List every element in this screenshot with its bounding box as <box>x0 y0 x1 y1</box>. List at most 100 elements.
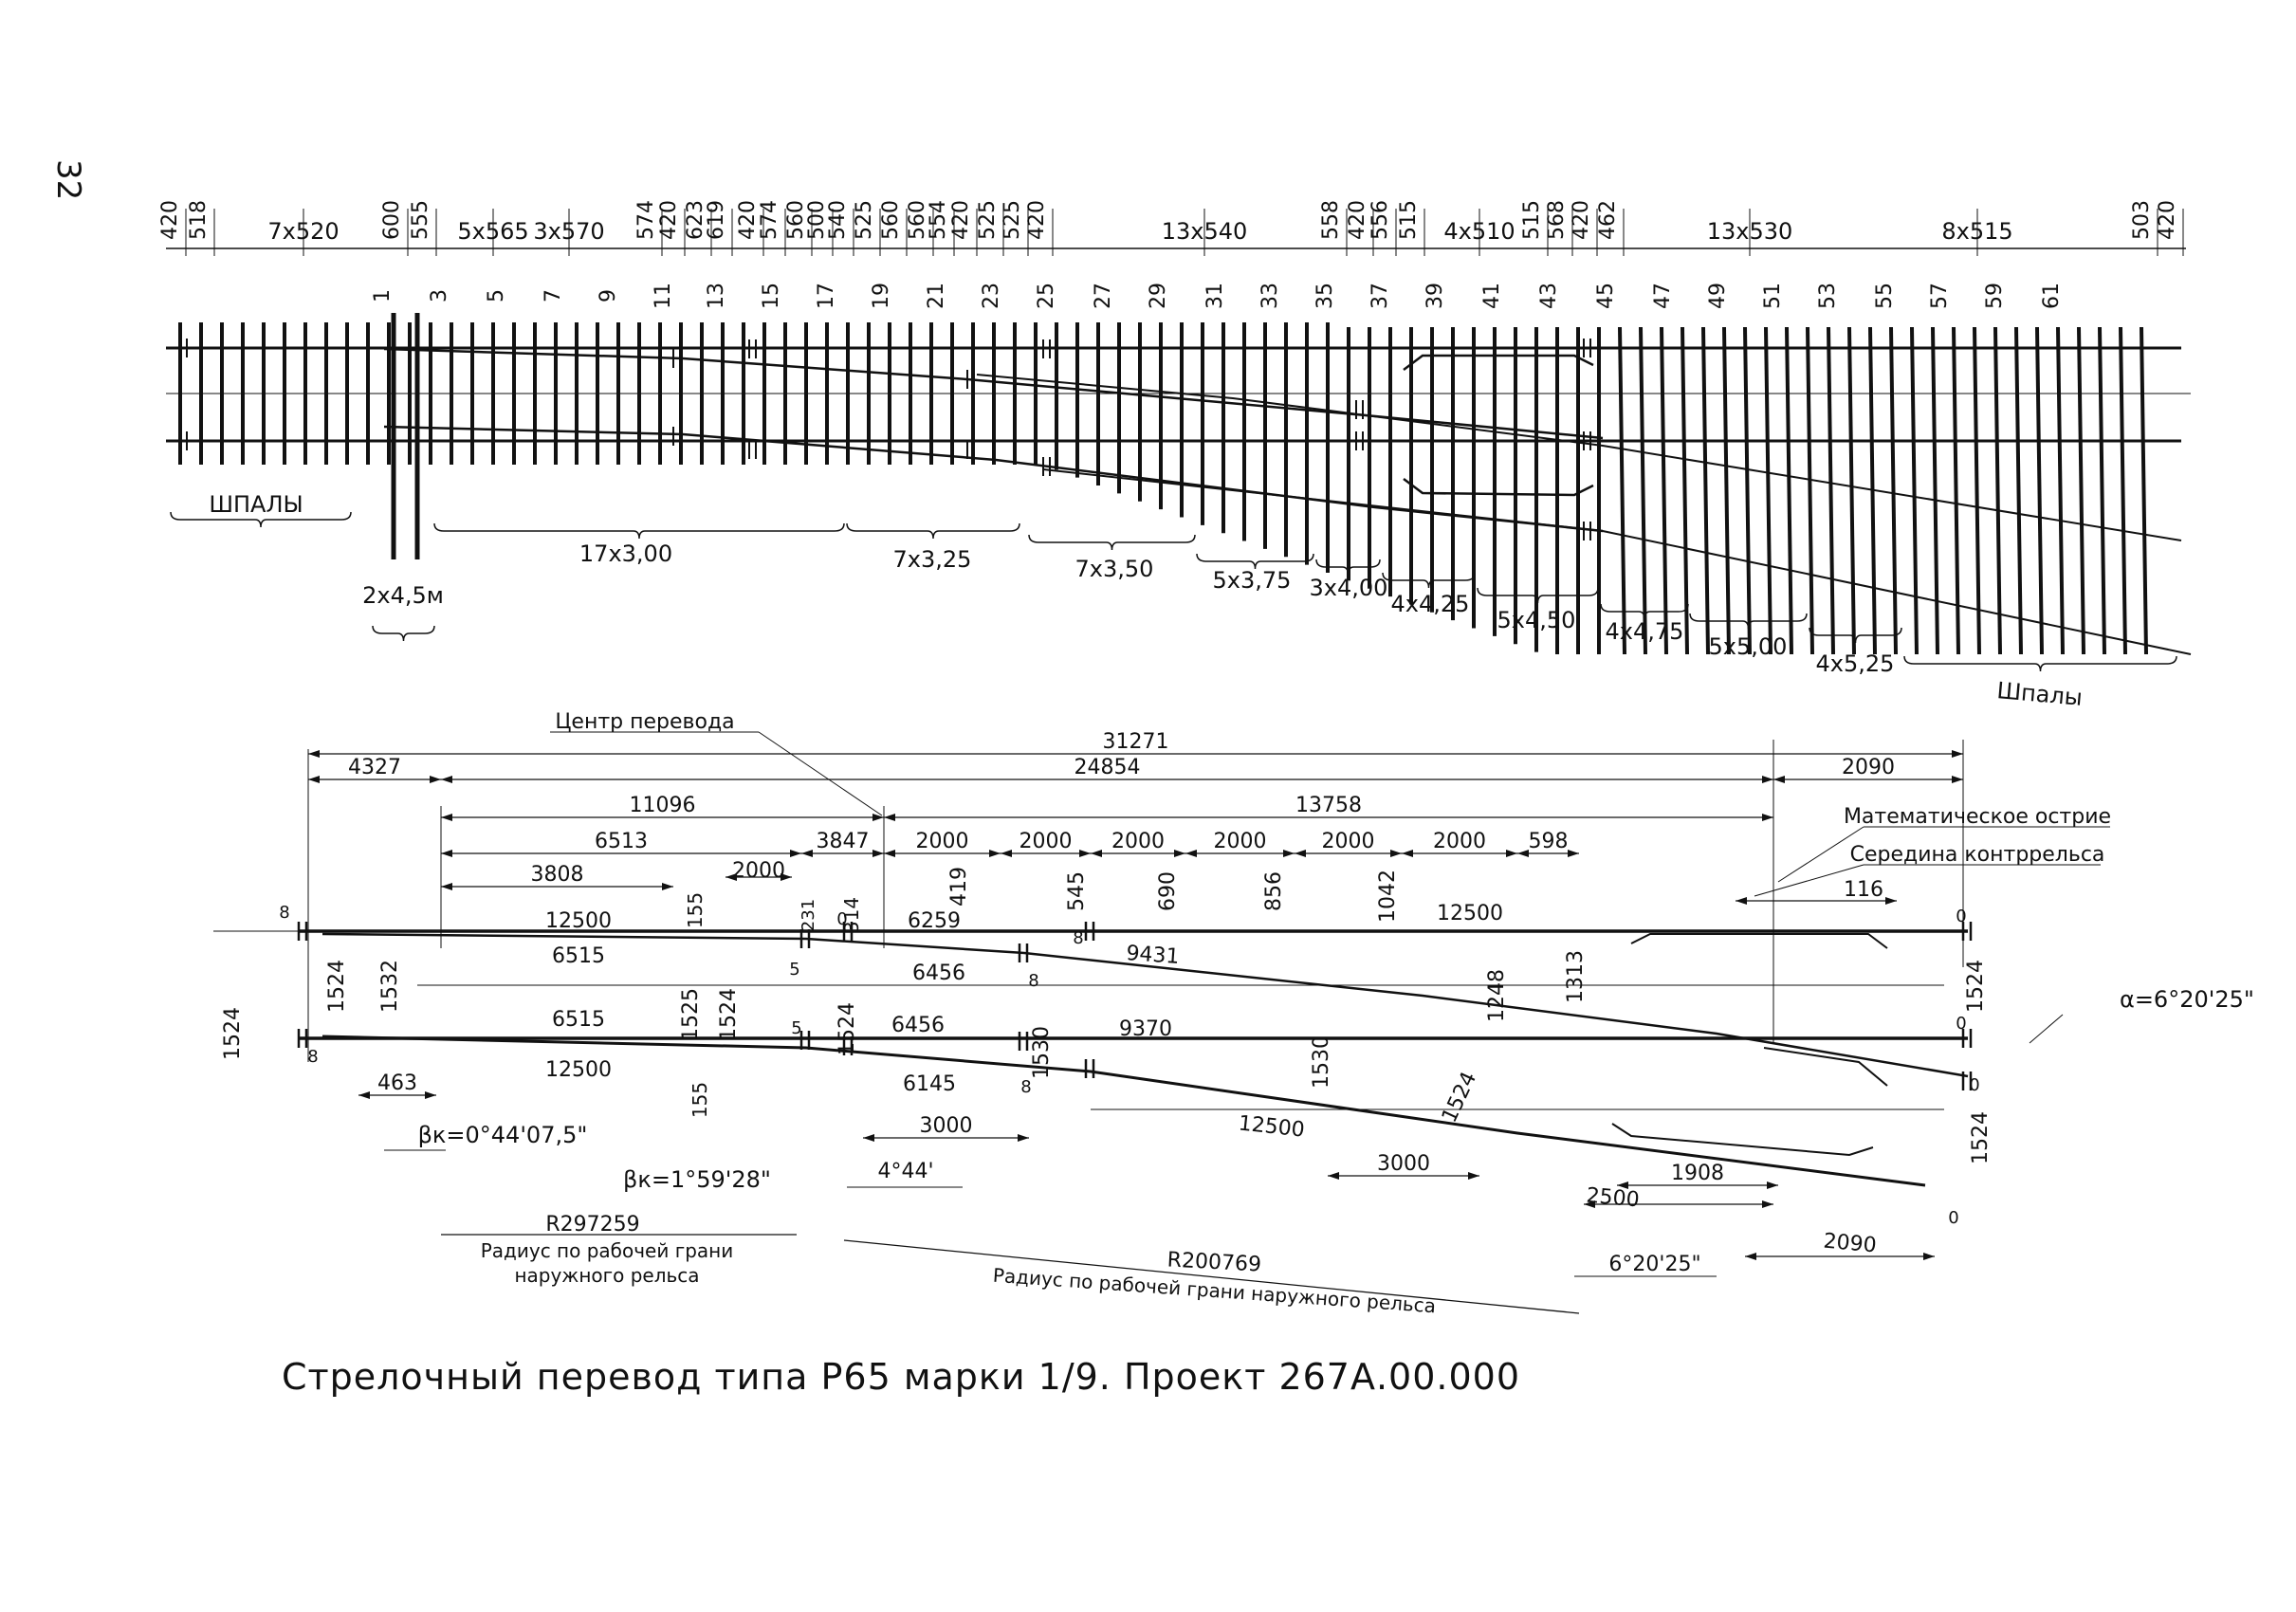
joint-marker: 0 <box>1956 1014 1966 1034</box>
header-dim-label: 558 <box>1319 200 1343 240</box>
dimension-value: 2000 <box>1111 830 1165 853</box>
sleeper <box>1993 326 2002 655</box>
diverging-rail-outer <box>321 1035 1926 1187</box>
leader-line <box>758 731 883 816</box>
dimension-value: 3000 <box>920 1114 973 1138</box>
header-dim-label: 420 <box>736 200 760 240</box>
header-dim-label: 420 <box>1570 200 1593 240</box>
arrow-head <box>358 1091 370 1099</box>
rail-length: 12500 <box>1238 1111 1306 1142</box>
dimension-value: 2000 <box>1214 830 1267 853</box>
sleeper-number: 57 <box>1928 283 1952 309</box>
diverging-rail <box>976 374 2182 541</box>
sleeper-number: 35 <box>1313 283 1337 309</box>
header-dim-label: 420 <box>2156 200 2179 240</box>
spacing-label: 2x4,5м <box>362 582 444 609</box>
dimension-value: 2000 <box>916 830 969 853</box>
joint-marker: 0 <box>1948 1208 1958 1228</box>
offset: 1248 <box>1485 969 1509 1022</box>
spacing-label: Шпалы <box>1995 677 2083 711</box>
drawing-title: Стрелочный перевод типа Р65 марки 1/9. П… <box>281 1356 1521 1398</box>
arrow-head <box>781 873 792 881</box>
spacing-brace <box>846 522 1020 540</box>
rail-length: 9370 <box>1119 1017 1172 1041</box>
arrow-head <box>872 814 884 821</box>
dimension-value: 1908 <box>1671 1162 1724 1185</box>
gauge: 1532 <box>378 960 402 1013</box>
sleeper-number: 59 <box>1983 283 2007 309</box>
offset: 545 <box>1065 871 1089 911</box>
sleeper <box>1785 326 1793 655</box>
header-dim-label: 525 <box>1001 200 1024 240</box>
rail-length: 12500 <box>545 909 612 933</box>
arrow-head <box>425 1091 436 1099</box>
dimension-value: 3808 <box>531 863 584 887</box>
wing-rail <box>1763 1047 1888 1087</box>
arrow-head <box>1091 850 1102 857</box>
header-dim-label: 420 <box>949 200 973 240</box>
arrow-head <box>1617 1182 1628 1189</box>
header-dim-label: 574 <box>634 200 658 240</box>
offset: 1530 <box>1030 1026 1054 1079</box>
dimension-value: 6513 <box>595 830 648 853</box>
arrow-head <box>1185 850 1197 857</box>
header-dim-label: 420 <box>1025 200 1049 240</box>
sleeper <box>1660 326 1668 655</box>
dimension-value: 31271 <box>1103 730 1169 754</box>
spacing-brace <box>1477 587 1599 604</box>
offset: 419 <box>947 867 971 907</box>
arrow-head <box>1745 1253 1756 1260</box>
spacing-label: 7x3,25 <box>893 546 972 573</box>
joint-marker: 5 <box>791 1018 801 1038</box>
header-dim-label: 525 <box>853 200 876 240</box>
spacing-label: 7x3,50 <box>1075 556 1154 582</box>
dimension-value: 2500 <box>1586 1184 1641 1213</box>
sleeper-number: 27 <box>1092 283 1115 309</box>
sleeper-number: 21 <box>925 283 948 309</box>
arrow-head <box>1762 1200 1773 1208</box>
header-dim-label: 420 <box>1346 200 1369 240</box>
sleeper-number: 7 <box>542 289 565 302</box>
angle-label: 4°44' <box>877 1160 933 1183</box>
spacing-brace <box>1689 613 1808 630</box>
leader-line <box>2029 1014 2064 1044</box>
sleeper <box>2014 326 2023 655</box>
dimension-value: 2000 <box>1433 830 1486 853</box>
header-dim-label: 515 <box>1397 200 1421 240</box>
header-dim-label: 503 <box>2130 200 2154 240</box>
arrow-head <box>1885 897 1897 905</box>
offset: 155 <box>689 1082 711 1118</box>
arrow-head <box>1736 897 1747 905</box>
sleeper <box>1764 326 1773 655</box>
gauge: 1524 <box>221 1007 245 1060</box>
dimension-value: 463 <box>377 1072 417 1095</box>
beta-label: βк=1°59'28" <box>623 1166 771 1193</box>
arrow-head <box>1295 850 1306 857</box>
spacing-brace <box>1315 559 1381 576</box>
joint-marker: 8 <box>1073 928 1083 948</box>
header-dim-label: 560 <box>906 200 929 240</box>
rail-length: 9431 <box>1126 942 1181 969</box>
radius-note: наружного рельса <box>514 1264 699 1287</box>
arrow-head <box>801 850 813 857</box>
arrow-head <box>1517 850 1529 857</box>
offset: 1042 <box>1376 870 1400 923</box>
dimension-value: 4327 <box>348 756 401 779</box>
offset: 690 <box>1156 871 1180 911</box>
spacing-label: 5x3,75 <box>1213 567 1292 594</box>
dimension-value: 598 <box>1529 830 1569 853</box>
header-dim-label: 420 <box>657 200 681 240</box>
sleeper-number: 61 <box>2040 283 2064 309</box>
gauge: 1524 <box>836 1002 859 1055</box>
offset: 1313 <box>1564 950 1588 1003</box>
sleeper-number: 1 <box>371 289 395 302</box>
arrow-head <box>441 850 452 857</box>
sleeper <box>1639 326 1647 655</box>
arrow-head <box>1390 850 1402 857</box>
sleeper-number: 43 <box>1537 283 1561 309</box>
spacing-brace <box>1903 655 2177 672</box>
guard-rail <box>1611 1123 1874 1157</box>
joint-marker: 0 <box>1956 907 1966 926</box>
sleeper <box>2119 326 2127 655</box>
